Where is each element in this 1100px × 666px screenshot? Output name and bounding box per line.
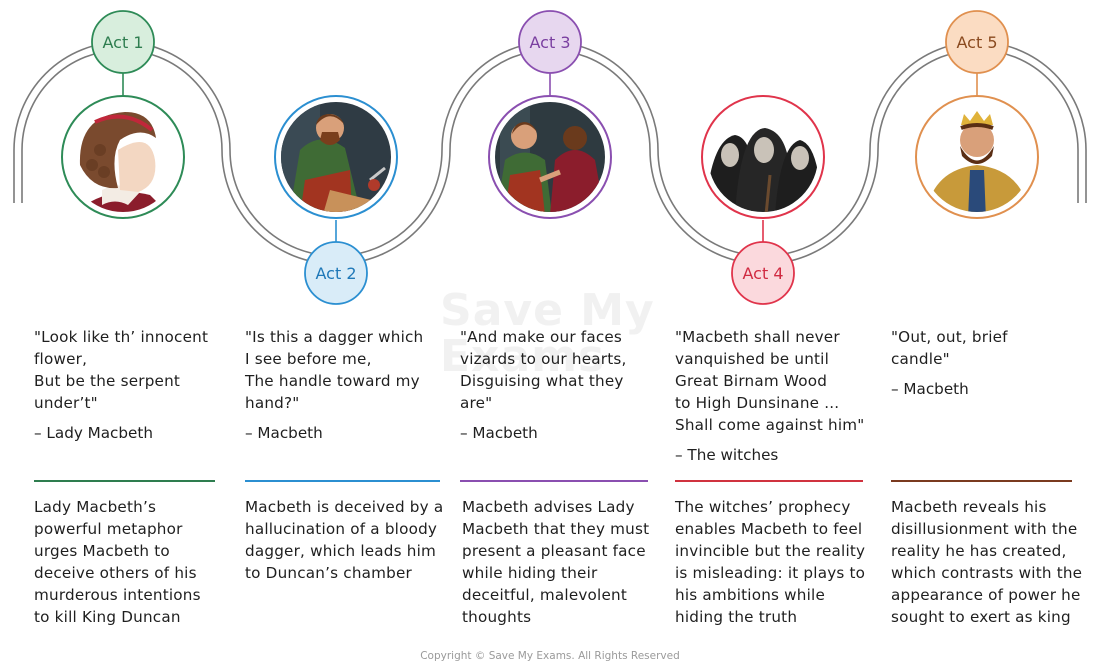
act-5-description: Macbeth reveals his disillusionment with… — [891, 498, 1083, 626]
act-3-quote: "And make our faces vizards to our heart… — [460, 328, 627, 412]
act-1-quote: "Look like th’ innocent flower, But be t… — [34, 328, 209, 412]
copyright-footer: Copyright © Save My Exams. All Rights Re… — [420, 650, 680, 662]
act-1-quote-block: "Look like th’ innocent flower, But be t… — [34, 326, 224, 444]
act-1-description: Lady Macbeth’s powerful metaphor urges M… — [34, 498, 201, 626]
act-1-label: Act 1 — [103, 33, 144, 52]
act-2-divider — [245, 480, 440, 482]
act-2-quote: "Is this a dagger which I see before me,… — [245, 328, 424, 412]
act-5-node: Act 5 — [915, 10, 1039, 219]
act-3-node: Act 3 — [488, 10, 612, 219]
act-3-speaker: – Macbeth — [460, 424, 538, 442]
act-4-speaker: – The witches — [675, 446, 779, 464]
act-3-description: Macbeth advises Lady Macbeth that they m… — [462, 498, 650, 626]
act-4-node: Act 4 — [701, 95, 825, 305]
timeline-diagram: Act 1 Act 2 — [10, 10, 1090, 305]
act-1-node: Act 1 — [61, 10, 185, 219]
act-2-node: Act 2 — [274, 95, 398, 305]
act-3-label: Act 3 — [530, 33, 571, 52]
act-2-description: Macbeth is deceived by a hallucination o… — [245, 498, 444, 582]
act-4-divider — [675, 480, 863, 482]
act-5-label: Act 5 — [957, 33, 998, 52]
act-5-divider — [891, 480, 1072, 482]
act-3-divider — [460, 480, 648, 482]
act-1-divider — [34, 480, 215, 482]
act-2-speaker: – Macbeth — [245, 424, 323, 442]
act-1-speaker: – Lady Macbeth — [34, 424, 153, 442]
act-4-label: Act 4 — [743, 264, 784, 283]
act-5-speaker: – Macbeth — [891, 380, 969, 398]
macbeth-dagger-portrait — [281, 102, 391, 212]
watermark: Save My Exams — [440, 285, 655, 382]
act-4-quote-block: "Macbeth shall never vanquished be until… — [675, 326, 880, 466]
act-5-quote-block: "Out, out, brief candle" – Macbeth — [891, 326, 1081, 400]
act-4-description: The witches’ prophecy enables Macbeth to… — [675, 498, 866, 626]
act-5-quote: "Out, out, brief candle" — [891, 328, 1008, 368]
act-2-quote-block: "Is this a dagger which I see before me,… — [245, 326, 435, 444]
lady-macbeth-portrait — [68, 102, 178, 212]
act-2-label: Act 2 — [316, 264, 357, 283]
act-3-quote-block: "And make our faces vizards to our heart… — [460, 326, 650, 444]
act-4-quote: "Macbeth shall never vanquished be until… — [675, 328, 865, 434]
